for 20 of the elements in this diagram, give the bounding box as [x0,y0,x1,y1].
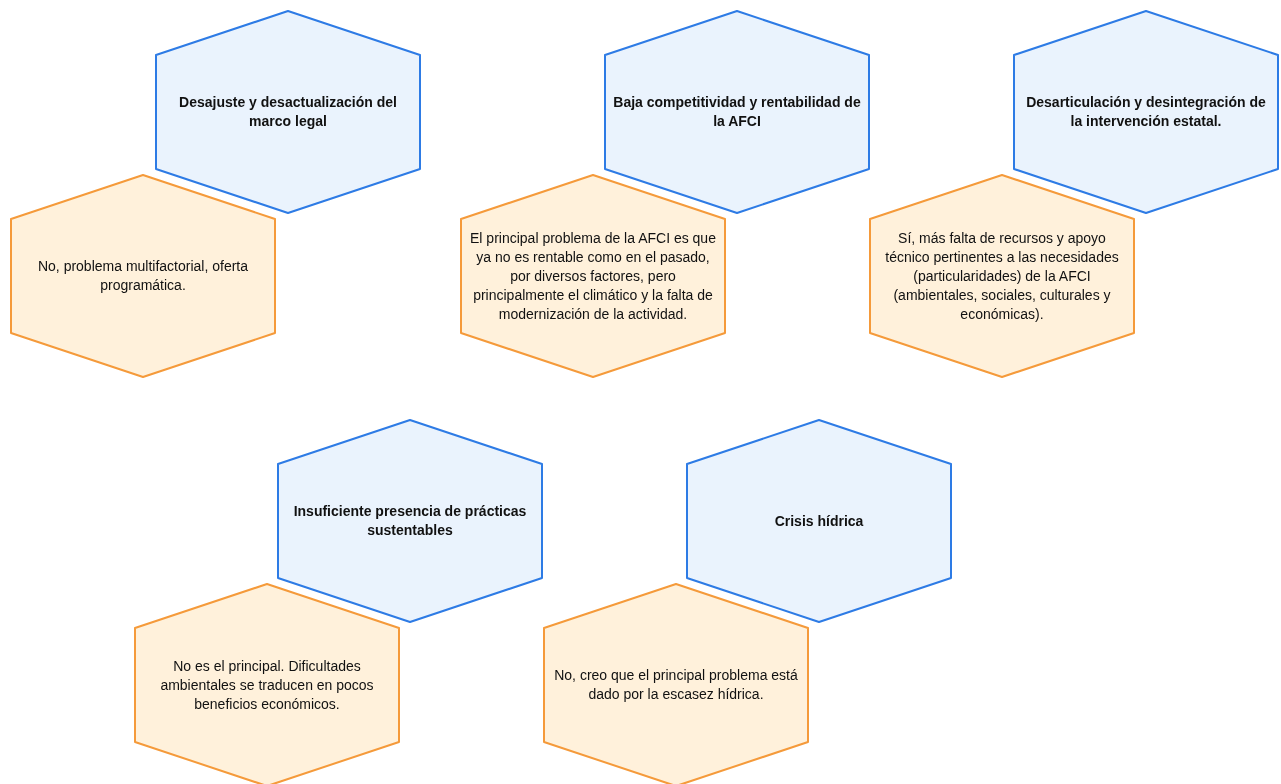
node-text: Crisis hídrica [774,511,864,531]
node-text: Sí, más falta de recursos y apoyo técnico pertinentes a las necesidades (particularidades) de la AFCI (ambientales, sociales, culturales y económicas). [884,228,1120,324]
node-text: Desajuste y desactualización del marco legal [178,93,398,131]
hexagon-node [10,174,276,378]
node-text: Insuficiente presencia de prácticas sustentables [292,502,528,540]
hexagon-node [686,419,952,623]
node-text: El principal problema de la AFCI es que ya no es rentable como en el pasado, por diversos factores, pero principalmente el climático y la falta de modernización de la actividad. [469,228,717,324]
hexagon-node [155,10,421,214]
node-text: No es el principal. Dificultades ambientales se traducen en pocos beneficios económicos. [159,656,375,714]
hexagon-node [604,10,870,214]
hexagon-node [460,174,726,378]
node-text: No, creo que el principal problema está dado por la escasez hídrica. [553,666,799,704]
hexagon-node [277,419,543,623]
node-text: Baja competitividad y rentabilidad de la AFCI [612,93,862,131]
hexagon-node [543,583,809,784]
node-text: No, problema multifactorial, oferta programática. [36,257,250,295]
hexagon-node [134,583,400,784]
hexagon-node [869,174,1135,378]
node-text: Desarticulación y desintegración de la intervención estatal. [1025,93,1267,131]
hexagon-node [1013,10,1279,214]
